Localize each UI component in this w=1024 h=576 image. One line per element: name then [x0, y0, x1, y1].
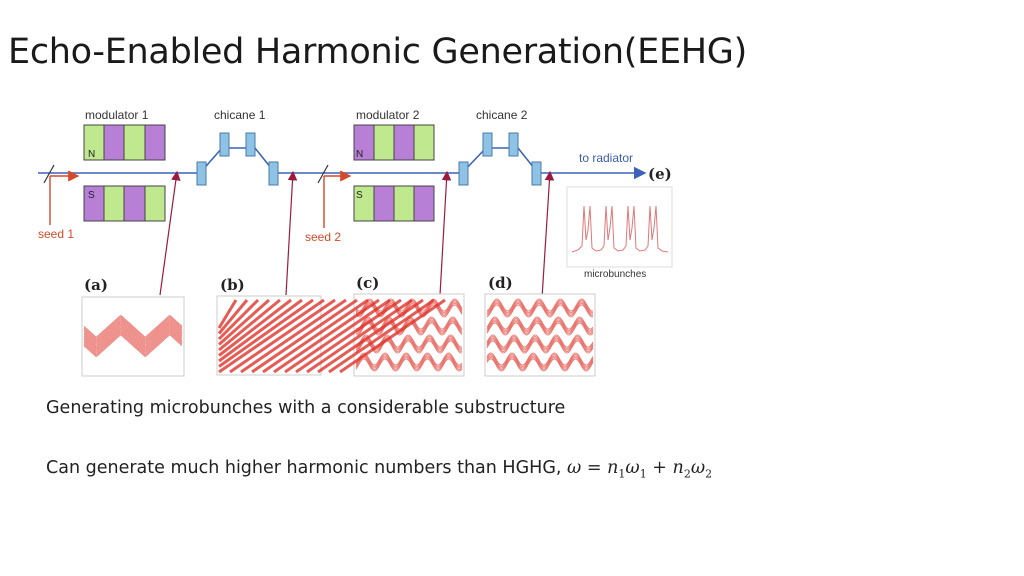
chicane2-magnets: [458, 132, 542, 186]
panel-d-phase-space: [486, 298, 594, 372]
seed2-label: seed 2: [305, 230, 341, 244]
modulator2-label: modulator 2: [356, 108, 420, 122]
panel-c-phase-space: [355, 298, 463, 372]
chicane1-magnets: [196, 132, 279, 186]
pole-n-1: N: [88, 149, 95, 160]
pole-s-2: S: [356, 190, 363, 201]
panel-c-label: (c): [356, 274, 379, 292]
modulator2-bottom-magnets: [353, 185, 435, 222]
modulator1-top-magnets: [83, 124, 166, 161]
harmonic-equation: ω = n1ω1 + n2ω2: [567, 458, 713, 481]
page-title: Echo-Enabled Harmonic Generation(EEHG): [8, 32, 747, 72]
chicane2-label: chicane 2: [476, 108, 528, 122]
pole-n-2: N: [356, 149, 363, 160]
pole-s-1: S: [88, 190, 95, 201]
panel-e-label: (e): [648, 165, 672, 183]
panel-e-microbunch-profile: [571, 205, 669, 253]
modulator1-label: modulator 1: [85, 108, 149, 122]
bullet-harmonics-text: Can generate much higher harmonic number…: [46, 458, 562, 478]
seed1-mirror: [43, 164, 55, 184]
chicane1-label: chicane 1: [214, 108, 266, 122]
panel-a-label: (a): [84, 276, 108, 294]
panel-d-label: (d): [488, 274, 513, 292]
panel-a-phase-space: [83, 314, 183, 358]
eehg-schematic: modulator 1 chicane 1 modulator 2 chican…: [38, 108, 673, 377]
panel-pointer-arrows: [159, 170, 555, 299]
seed2-mirror: [317, 164, 329, 184]
seed1-label: seed 1: [38, 227, 74, 241]
modulator2-top-magnets: [353, 124, 435, 161]
electron-beam-path: [38, 147, 560, 174]
bullet-microbunches: Generating microbunches with a considera…: [46, 398, 566, 418]
panel-b-label: (b): [220, 276, 245, 294]
microbunches-label: microbunches: [584, 269, 646, 280]
modulator1-bottom-magnets: [83, 185, 166, 222]
bullet-harmonics: Can generate much higher harmonic number…: [46, 458, 712, 481]
to-radiator-label: to radiator: [579, 151, 633, 165]
